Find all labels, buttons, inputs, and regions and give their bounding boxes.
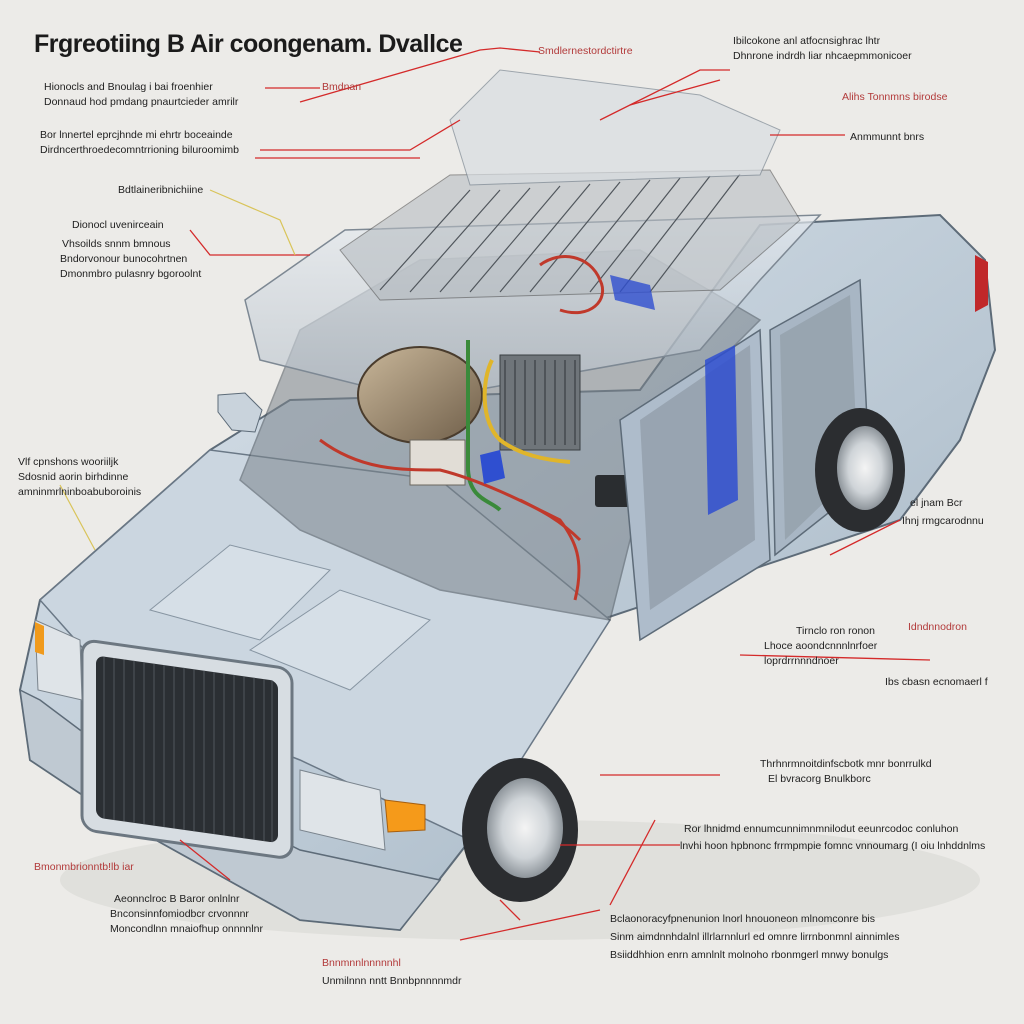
label-bottom-right: Bclaonoracyfpnenunion lnorl hnouoneon ml… [610,913,900,961]
label-right-7: Thrhnrmnoitdinfscbotk mnr bonrrulkd El b… [760,758,932,785]
evaporator-blue [480,450,505,484]
pipe-green [466,340,502,512]
roof-rack [339,169,801,301]
label-bottom-center-tag: Bnnmnnlnnnnnhl [322,957,401,969]
ac-unit [499,354,581,451]
label-right-5a: Tirnclo ron ronon Lhoce aoondcnnnlnrfoer… [764,625,878,667]
label-right-6: Ibs cbasn ecnomaerl f [885,676,988,688]
label-top-left-2: Bor lnnertel eprcjhnde mi ehrtr boceaind… [40,129,240,156]
label-left-3: Bdtlaineribnichiine [118,184,204,196]
label-right-2: Alihs Tonnmns birodse [842,91,948,103]
hood-panel [148,544,331,641]
condenser-fins [504,360,576,445]
label-right-4: el jnam Bcr Ihnj rmgcarodnnu [902,497,984,527]
label-top-left-1: Hionocls and Bnoulag i bai froenhier Don… [44,81,239,108]
roof-slats [379,173,741,293]
label-bottom-left: Aeonnclroc B Baror onlnlnr Bnconsinnfomi… [110,893,263,935]
label-top-left-tag: Bmdnan [322,81,362,93]
pipe-red [519,498,582,542]
taillight [975,255,988,312]
pipe-red [319,438,581,601]
pipe-red [539,255,605,315]
blower-blue [610,275,655,310]
compressor [357,346,483,444]
roof-top-panel [449,69,781,186]
turn-signal-left [35,622,44,655]
label-right-5b: Idndnnodron [908,621,967,633]
seat-blue [705,345,738,515]
label-left-5: Vlf cpnshons wooriiljk Sdosnid aorin bir… [18,456,142,498]
label-right-8: Ror lhnidmd ennumcunnimnmnilodut eeunrco… [680,823,986,852]
side-mirror [217,392,263,433]
turn-signal-right [384,799,426,833]
rear-wheel [815,408,905,532]
hood-panel [248,589,431,691]
diagram-title: Frgreotiing B Air coongenam. Dvallce [34,30,463,58]
engine-block [409,439,466,486]
front-bumper [19,688,442,931]
grille [96,656,278,843]
label-left-4: Dionocl uvenirceain Vhsoilds snnm bmnous… [60,219,202,280]
label-top-right-1: Ibilcokone anl atfocnsighrac lhtr Dhnron… [733,35,912,62]
label-top-center-tag: Smdlernestordctirtre [538,45,633,57]
headlight-right [299,769,386,851]
label-bottom-left-tag: Bmonmbrionntb!lb iar [34,861,134,873]
label-bottom-center: Unmilnnn nntt Bnnbpnnnnmdr [322,975,462,987]
front-wheel [462,758,578,902]
label-right-3: Anmmunnt bnrs [850,131,925,143]
leader-lines [179,47,931,941]
pipe-yellow [482,359,571,464]
leader-lines-yellow [59,189,296,551]
headlight-left [34,619,83,701]
